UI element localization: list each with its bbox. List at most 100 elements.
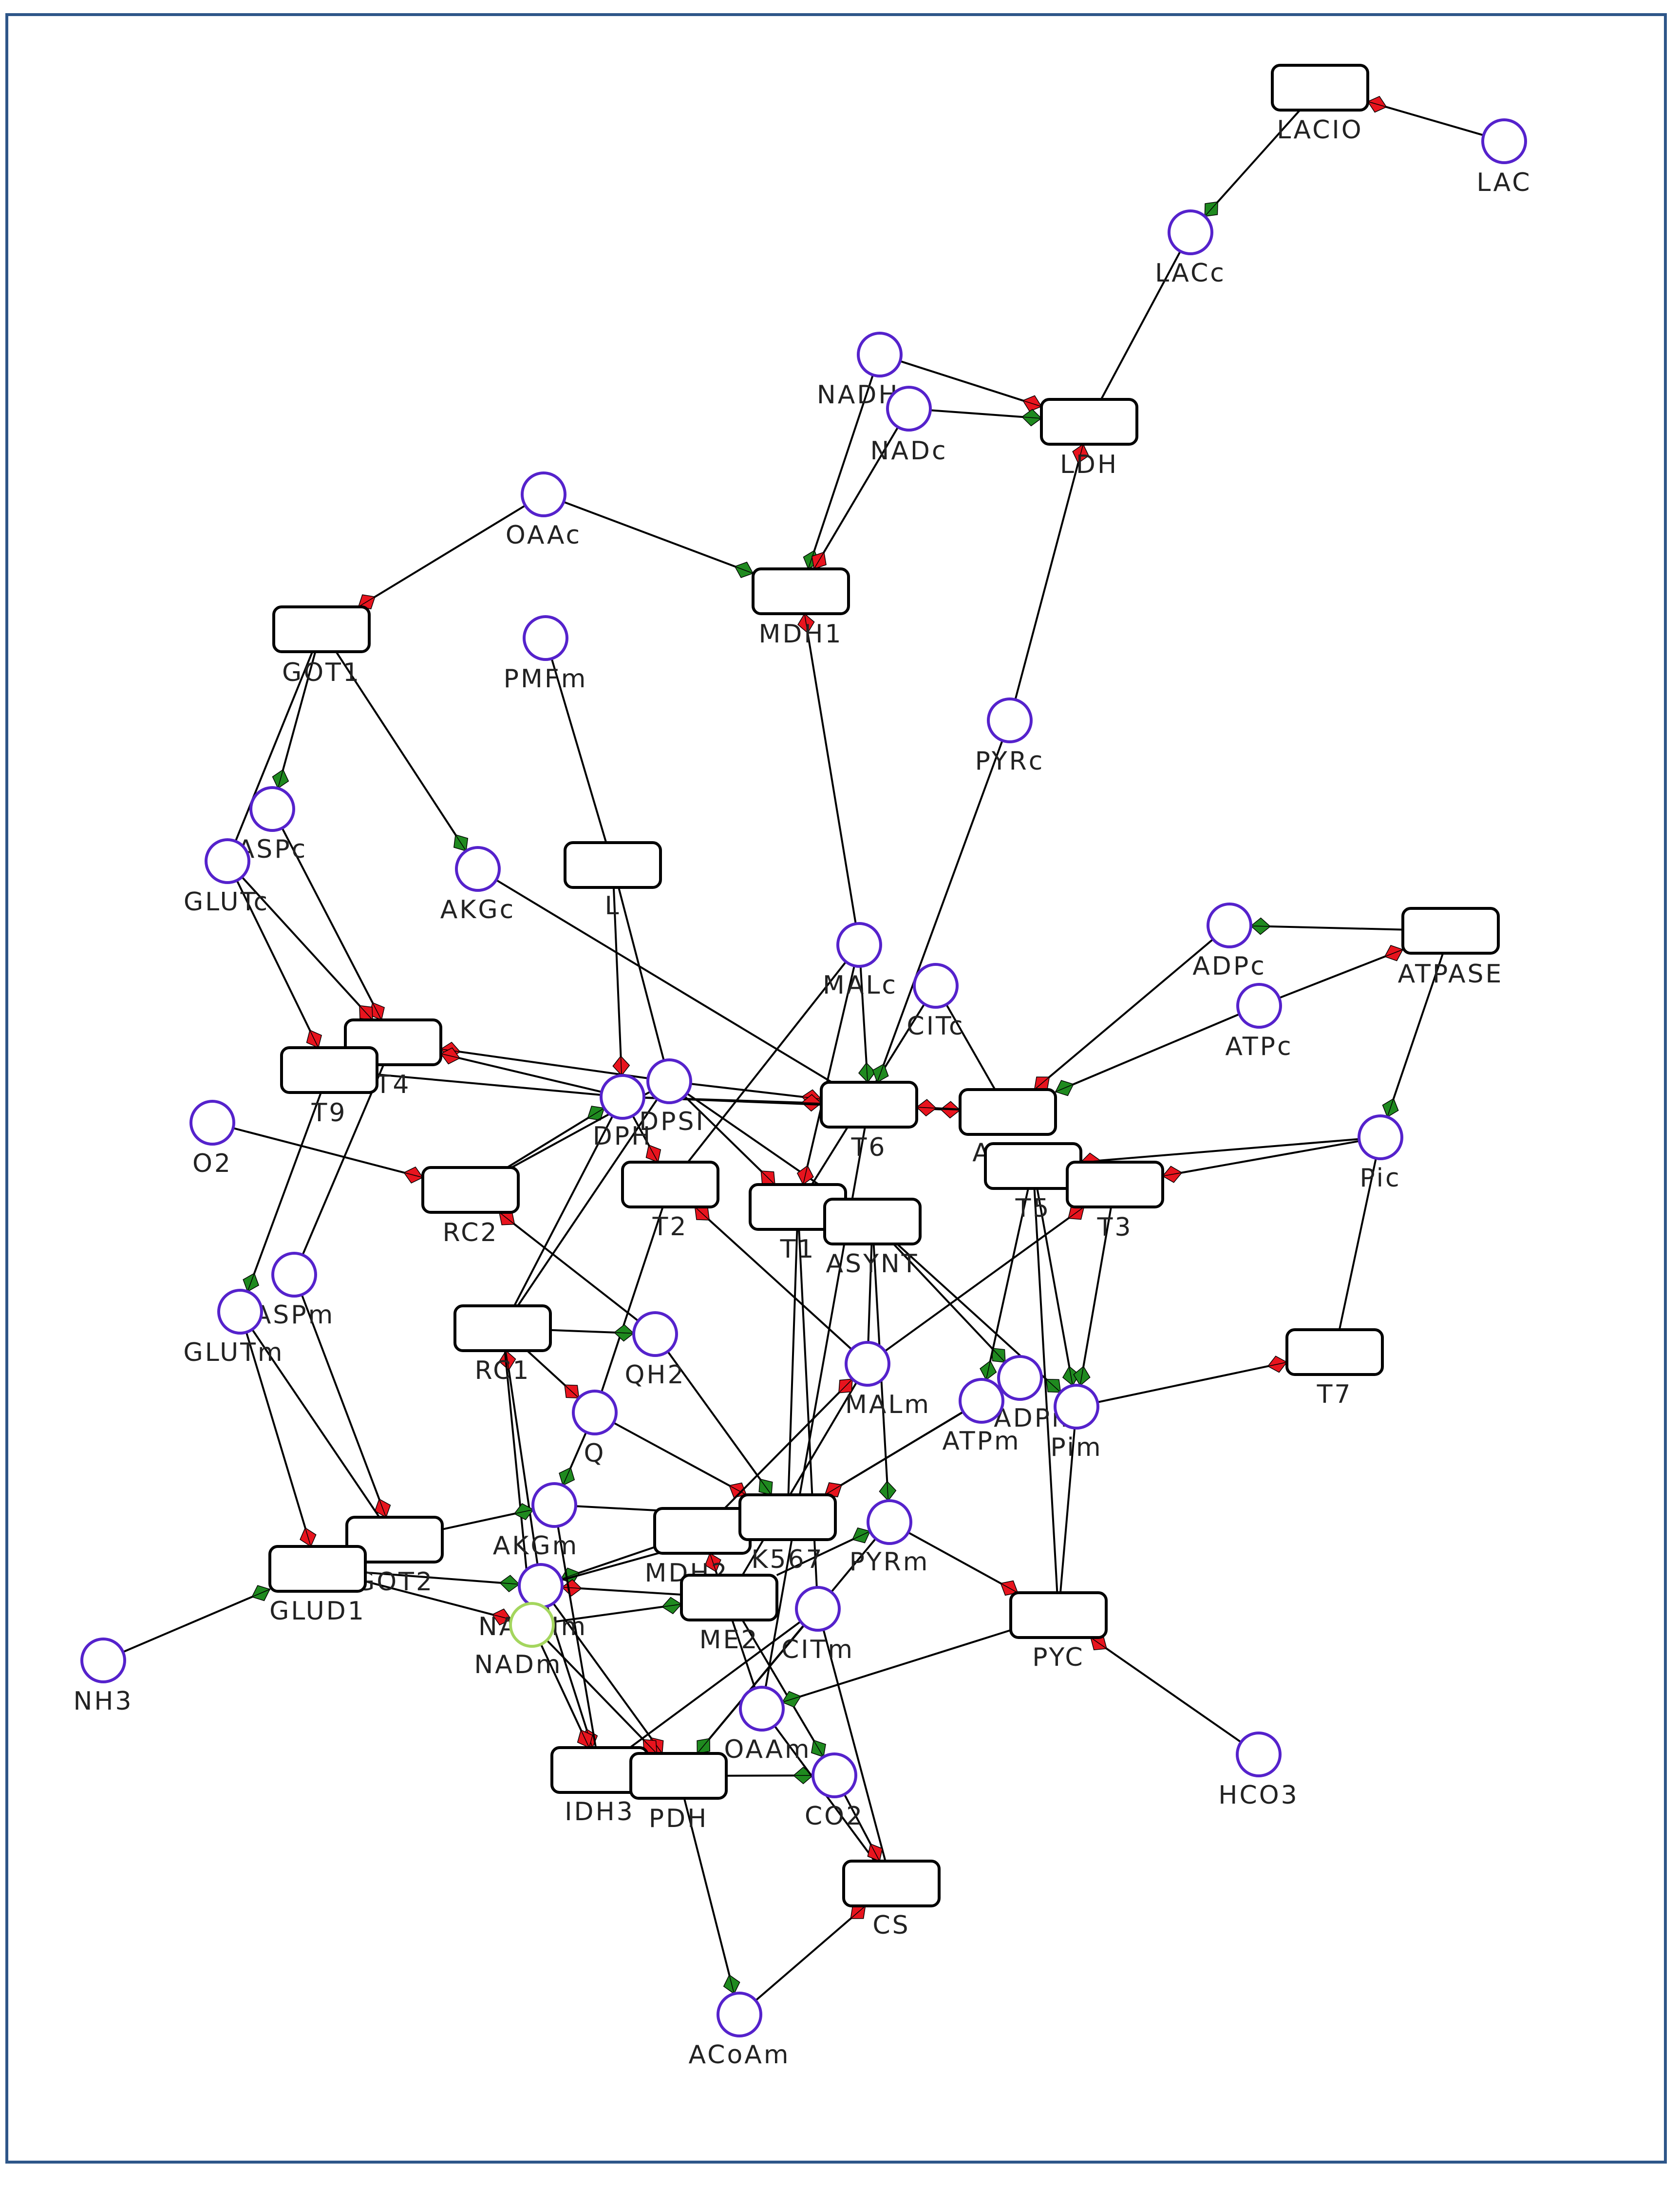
metabolite-CO2[interactable]: CO2: [805, 1752, 864, 1831]
metabolite-circle[interactable]: [1168, 209, 1213, 255]
metabolite-circle[interactable]: [886, 386, 932, 432]
metabolite-circle[interactable]: [812, 1752, 857, 1798]
metabolite-circle[interactable]: [80, 1638, 126, 1683]
reaction-T7[interactable]: T7: [1285, 1328, 1384, 1409]
metabolite-ASPc[interactable]: ASPc: [237, 786, 308, 864]
reaction-T6[interactable]: T6: [820, 1081, 918, 1162]
metabolite-ATPm[interactable]: ATPm: [942, 1378, 1020, 1456]
metabolite-OAAm[interactable]: OAAm: [724, 1686, 811, 1764]
metabolite-circle[interactable]: [1207, 903, 1252, 948]
metabolite-ACoAm[interactable]: ACoAm: [688, 1992, 790, 2070]
metabolite-O2[interactable]: O2: [189, 1100, 235, 1178]
reaction-ANT[interactable]: A: [959, 1088, 1057, 1168]
metabolite-GLUTc[interactable]: GLUTc: [184, 838, 269, 917]
metabolite-AKGm[interactable]: AKGm: [493, 1482, 579, 1561]
metabolite-NADm[interactable]: NADm: [474, 1602, 562, 1679]
metabolite-circle[interactable]: [1358, 1114, 1403, 1160]
reaction-T3[interactable]: T3: [1066, 1161, 1164, 1242]
metabolite-PYRm[interactable]: PYRm: [849, 1499, 930, 1577]
metabolite-circle[interactable]: [205, 838, 250, 884]
metabolite-LACc[interactable]: LACc: [1155, 209, 1226, 288]
metabolite-circle[interactable]: [717, 1992, 762, 2037]
metabolite-MALc[interactable]: MALc: [823, 922, 898, 1000]
reaction-box[interactable]: [345, 1516, 444, 1563]
metabolite-DPH[interactable]: DPH: [593, 1074, 653, 1151]
metabolite-HCO3[interactable]: HCO3: [1218, 1732, 1299, 1810]
reaction-box[interactable]: [1009, 1591, 1108, 1639]
metabolite-circle[interactable]: [1054, 1384, 1099, 1430]
metabolite-circle[interactable]: [271, 1252, 317, 1298]
reaction-box[interactable]: [629, 1752, 728, 1800]
reaction-T2[interactable]: T2: [621, 1161, 719, 1242]
reaction-K567[interactable]: K567: [738, 1493, 837, 1574]
reaction-box[interactable]: [1040, 398, 1138, 446]
metabolite-circle[interactable]: [1236, 1732, 1282, 1777]
metabolite-ASPm[interactable]: ASPm: [254, 1252, 335, 1330]
metabolite-circle[interactable]: [531, 1482, 577, 1528]
reaction-PDH[interactable]: PDH: [629, 1752, 728, 1833]
reaction-box[interactable]: [752, 567, 850, 615]
metabolite-circle[interactable]: [739, 1686, 785, 1732]
reaction-box[interactable]: [621, 1161, 719, 1208]
metabolite-OAAc[interactable]: OAAc: [506, 471, 582, 550]
reaction-ME2[interactable]: ME2: [680, 1574, 778, 1655]
metabolite-circle[interactable]: [632, 1311, 678, 1357]
metabolite-QH2[interactable]: QH2: [624, 1311, 685, 1390]
reaction-box[interactable]: [1066, 1161, 1164, 1208]
reaction-T5[interactable]: T5: [984, 1142, 1082, 1223]
metabolite-circle[interactable]: [857, 332, 903, 377]
reaction-box[interactable]: [1401, 907, 1500, 955]
reaction-box[interactable]: [959, 1088, 1057, 1136]
metabolite-circle[interactable]: [249, 786, 295, 832]
reaction-box[interactable]: [820, 1081, 918, 1129]
reaction-PYC[interactable]: PYC: [1009, 1591, 1108, 1672]
metabolite-circle[interactable]: [1481, 118, 1527, 164]
metabolite-circle[interactable]: [521, 471, 566, 517]
reaction-T1[interactable]: T1: [749, 1183, 847, 1264]
metabolite-Pim[interactable]: Pim: [1050, 1384, 1102, 1462]
reaction-ASYNT[interactable]: ASYNT: [823, 1198, 922, 1279]
metabolite-PYRc[interactable]: PYRc: [975, 697, 1045, 776]
reaction-box[interactable]: [1271, 64, 1369, 112]
metabolite-circle[interactable]: [1236, 983, 1282, 1029]
reaction-GOT2[interactable]: GOT2: [345, 1516, 444, 1597]
metabolite-circle[interactable]: [600, 1074, 645, 1120]
metabolite-circle[interactable]: [913, 963, 959, 1009]
metabolite-circle[interactable]: [518, 1563, 564, 1609]
reaction-box[interactable]: [653, 1507, 752, 1555]
metabolite-circle[interactable]: [997, 1355, 1043, 1401]
reaction-box[interactable]: [1285, 1328, 1384, 1376]
metabolite-circle[interactable]: [189, 1100, 235, 1146]
reaction-LDH[interactable]: LDH: [1040, 398, 1138, 479]
reaction-box[interactable]: [453, 1304, 552, 1352]
metabolite-Q[interactable]: Q: [572, 1390, 618, 1468]
reaction-GOT1[interactable]: GOT1: [272, 605, 371, 687]
metabolite-AKGc[interactable]: AKGc: [440, 846, 516, 924]
metabolite-CITm[interactable]: CITm: [781, 1586, 854, 1664]
metabolite-PMFm[interactable]: PMFm: [504, 615, 588, 694]
metabolite-circle[interactable]: [987, 697, 1033, 743]
reaction-L[interactable]: L: [564, 841, 662, 921]
metabolite-CITc[interactable]: CITc: [906, 963, 964, 1041]
reaction-box[interactable]: [823, 1198, 922, 1245]
reaction-box[interactable]: [268, 1545, 367, 1593]
reaction-T9[interactable]: T9: [280, 1046, 378, 1128]
metabolite-circle[interactable]: [836, 922, 882, 968]
reaction-box[interactable]: [280, 1046, 378, 1094]
metabolite-NADHc[interactable]: NADHc: [817, 332, 915, 410]
reaction-box[interactable]: [564, 841, 662, 889]
metabolite-MALm[interactable]: MALm: [845, 1341, 931, 1419]
reaction-box[interactable]: [842, 1860, 941, 1907]
metabolite-circle[interactable]: [646, 1058, 692, 1104]
reaction-RC1[interactable]: RC1: [453, 1304, 552, 1385]
metabolite-circle[interactable]: [845, 1341, 890, 1387]
reaction-box[interactable]: [272, 605, 371, 653]
reaction-MDH1[interactable]: MDH1: [752, 567, 850, 649]
metabolite-circle[interactable]: [217, 1289, 263, 1335]
metabolite-circle[interactable]: [509, 1602, 555, 1648]
metabolite-circle[interactable]: [959, 1378, 1004, 1424]
reaction-box[interactable]: [738, 1493, 837, 1541]
reaction-LACIO[interactable]: LACIO: [1271, 64, 1369, 145]
metabolite-circle[interactable]: [523, 615, 568, 661]
metabolite-circle[interactable]: [455, 846, 501, 892]
